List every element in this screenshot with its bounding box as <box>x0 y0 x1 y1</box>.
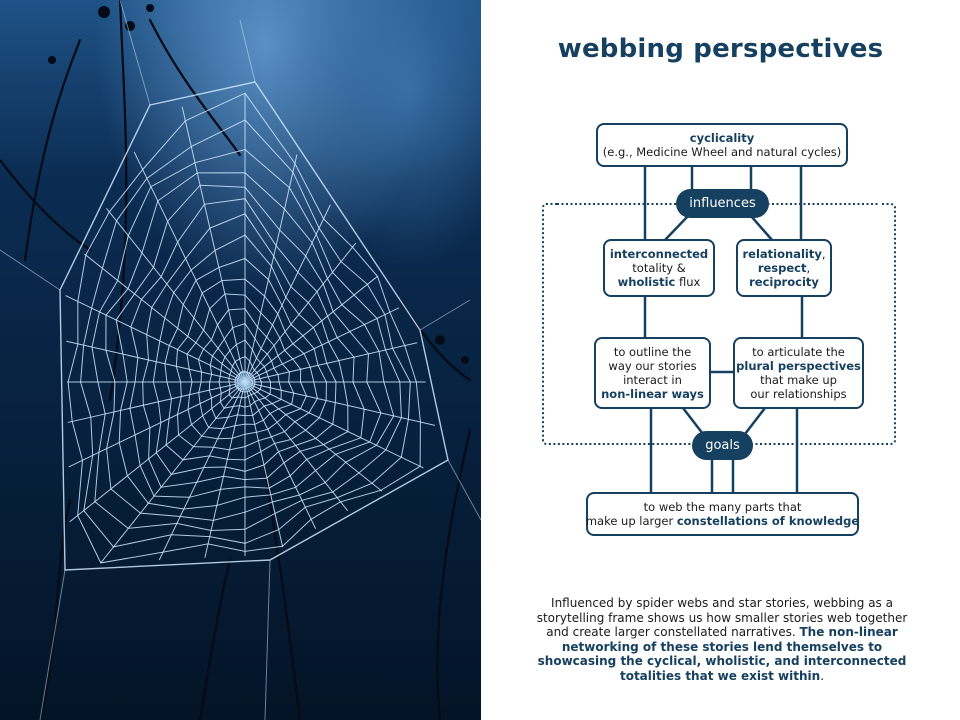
web-spoke <box>244 275 379 383</box>
influences-pill: influences <box>676 189 769 218</box>
paragraph-bold: The non-linear networking of these stori… <box>537 625 907 683</box>
articulate-line-2: plural perspectives <box>736 359 861 373</box>
relationality-line: relationality, <box>743 247 826 261</box>
web-spoke <box>106 208 246 383</box>
comma-1: , <box>821 247 826 261</box>
web-spoke <box>133 151 246 383</box>
web-ring <box>91 148 402 532</box>
constellations-line-1: to web the many parts that <box>643 500 802 514</box>
web-frame <box>59 81 449 571</box>
web-spoke <box>244 154 298 383</box>
web-anchor-thread <box>447 459 481 521</box>
wholistic-word: wholistic <box>617 275 676 289</box>
web-ring <box>175 278 318 451</box>
web-ring <box>208 323 282 420</box>
web-spoke <box>66 340 246 383</box>
cyclicality-box: cyclicality (e.g., Medicine Wheel and na… <box>596 123 848 167</box>
relationality-word: relationality <box>742 247 822 261</box>
cyclicality-subtext: (e.g., Medicine Wheel and natural cycles… <box>602 145 842 159</box>
web-spoke <box>100 381 246 564</box>
web-spoke <box>244 381 348 511</box>
spider-web-photo <box>0 0 481 720</box>
interconnected-box: interconnected totality & wholistic flux <box>603 239 715 297</box>
web-ring <box>80 119 411 548</box>
articulate-line-4: our relationships <box>750 387 847 401</box>
web-ring <box>142 213 349 488</box>
web-spoke <box>65 295 246 383</box>
outline-line-4: non-linear ways <box>601 387 704 401</box>
goals-pill: goals <box>692 431 753 460</box>
web-ring <box>115 184 382 510</box>
flux-word: flux <box>675 275 701 289</box>
web-anchor-thread <box>39 569 66 720</box>
relationality-box: relationality, respect, reciprocity <box>736 239 832 297</box>
web-ring <box>164 257 327 461</box>
constellations-line-2: make up larger constellations of knowled… <box>586 514 859 528</box>
web-spoke <box>158 381 246 561</box>
page-title: webbing perspectives <box>557 34 884 64</box>
web-anchor-thread <box>119 0 151 106</box>
web-spoke <box>68 381 246 468</box>
constellations-phrase: constellations of knowledge <box>676 514 860 528</box>
web-spoke <box>69 381 246 523</box>
outline-line-2: way our stories <box>608 359 697 373</box>
web-ring <box>228 356 263 399</box>
web-ring <box>129 198 365 498</box>
web-anchor-thread <box>264 559 271 720</box>
outline-line-3: interact in <box>623 373 682 387</box>
web-spoke <box>244 242 357 383</box>
diagram-connectors <box>542 166 896 493</box>
web-ring <box>186 293 308 440</box>
web-ring <box>237 370 254 390</box>
web-ring <box>67 92 421 564</box>
web-spoke <box>67 381 246 423</box>
respect-line: respect, <box>758 261 810 275</box>
wholistic-line: wholistic flux <box>618 275 701 289</box>
web-hub <box>234 371 256 393</box>
web-anchor-thread <box>239 19 256 83</box>
articulate-line-3: that make up <box>760 373 837 387</box>
web-anchor-thread <box>0 249 61 291</box>
articulate-box: to articulate the plural perspectives th… <box>733 337 864 409</box>
web-ring <box>197 308 295 430</box>
respect-word: respect <box>757 261 807 275</box>
web-anchor-thread <box>419 299 471 331</box>
web-spoke <box>244 342 418 383</box>
description-paragraph: Influenced by spider webs and star stori… <box>527 596 917 683</box>
web-spoke <box>244 381 436 426</box>
web-spoke <box>181 106 246 383</box>
comma-2: , <box>806 261 811 275</box>
interconnected-word: interconnected <box>609 247 709 261</box>
reciprocity-word: reciprocity <box>749 275 819 289</box>
web-spoke <box>244 381 424 469</box>
articulate-line-1: to articulate the <box>752 345 845 359</box>
constellations-box: to web the many parts that make up large… <box>586 492 859 536</box>
totality-text: totality & <box>632 261 686 275</box>
paragraph-plain: Influenced by spider webs and star stori… <box>536 596 908 639</box>
cyclicality-heading: cyclicality <box>689 131 755 145</box>
outline-box: to outline the way our stories interact … <box>594 337 711 409</box>
outline-line-1: to outline the <box>613 345 692 359</box>
web-ring <box>105 172 395 521</box>
web-spoke <box>204 381 246 558</box>
paragraph-end: . <box>820 668 825 683</box>
make-up-text: make up larger <box>585 514 677 528</box>
web-ring <box>218 339 272 409</box>
web-spoke <box>244 381 317 529</box>
web-ring <box>152 234 337 475</box>
